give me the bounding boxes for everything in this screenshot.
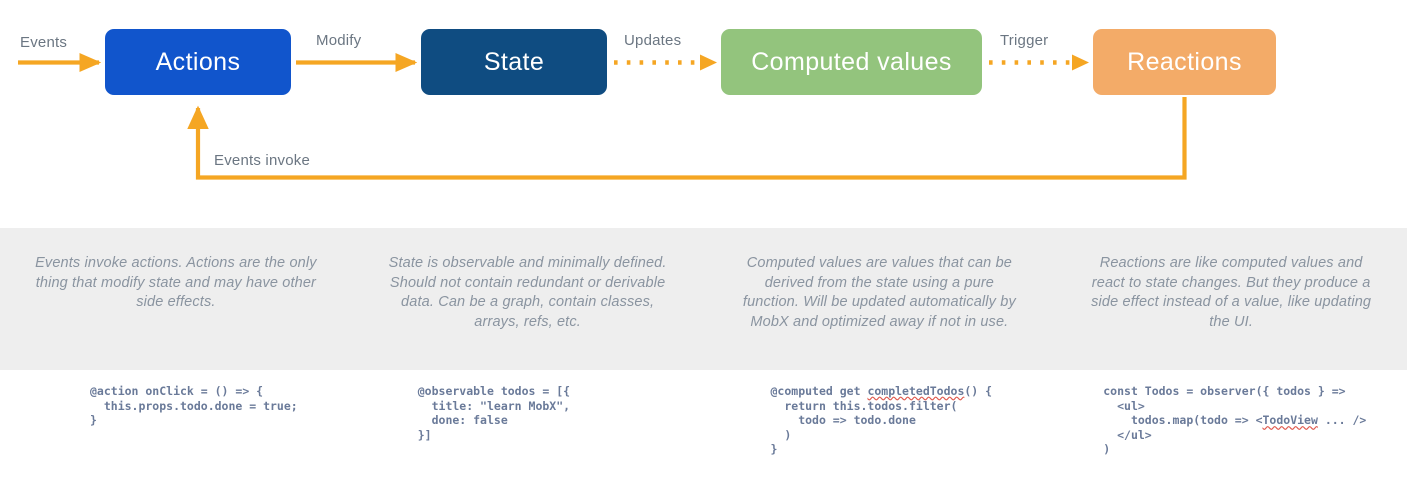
node-computed-values[interactable]: Computed values xyxy=(721,29,982,95)
code-column-state: @observable todos = [{ title: "learn Mob… xyxy=(352,370,704,442)
edge-label-modify: Modify xyxy=(316,32,362,49)
node-reactions-label: Reactions xyxy=(1127,47,1242,76)
edge-label-events: Events xyxy=(20,34,68,51)
code-sample-actions: @action onClick = () => { this.props.tod… xyxy=(90,384,298,428)
code-column-actions: @action onClick = () => { this.props.tod… xyxy=(0,370,352,428)
node-actions[interactable]: Actions xyxy=(105,29,291,95)
code-sample-computed-values: @computed get completedTodos() { return … xyxy=(770,384,993,457)
edge-label-events-invoke: Events invoke xyxy=(214,152,310,169)
diagram-stage: Actions State Computed values Reactions … xyxy=(0,0,1407,228)
description-state: State is observable and minimally define… xyxy=(388,255,667,330)
node-reactions[interactable]: Reactions xyxy=(1093,29,1276,95)
code-band: @action onClick = () => { this.props.tod… xyxy=(0,370,1407,483)
description-reactions: Reactions are like computed values and r… xyxy=(1091,255,1372,330)
description-actions: Events invoke actions. Actions are the o… xyxy=(35,255,317,311)
node-computed-values-label: Computed values xyxy=(751,47,952,76)
node-actions-label: Actions xyxy=(155,47,241,76)
edge-label-updates: Updates xyxy=(624,32,682,49)
arrow-events-invoke-loop xyxy=(187,97,1187,180)
node-state-label: State xyxy=(483,47,545,76)
code-sample-state: @observable todos = [{ title: "learn Mob… xyxy=(417,384,571,442)
description-computed-values: Computed values are values that can be d… xyxy=(742,255,1016,330)
code-column-reactions: const Todos = observer({ todos } => <ul>… xyxy=(1055,370,1407,457)
description-band: Events invoke actions. Actions are the o… xyxy=(0,228,1407,370)
code-sample-reactions: const Todos = observer({ todos } => <ul>… xyxy=(1103,384,1367,457)
flow-arrows xyxy=(18,52,1187,180)
edge-label-trigger: Trigger xyxy=(1000,32,1049,49)
node-state[interactable]: State xyxy=(421,29,607,95)
code-column-computed-values: @computed get completedTodos() { return … xyxy=(704,370,1056,457)
arrowhead-computed-to-reactions xyxy=(1072,54,1089,71)
arrowhead-state-to-computed xyxy=(700,54,717,71)
